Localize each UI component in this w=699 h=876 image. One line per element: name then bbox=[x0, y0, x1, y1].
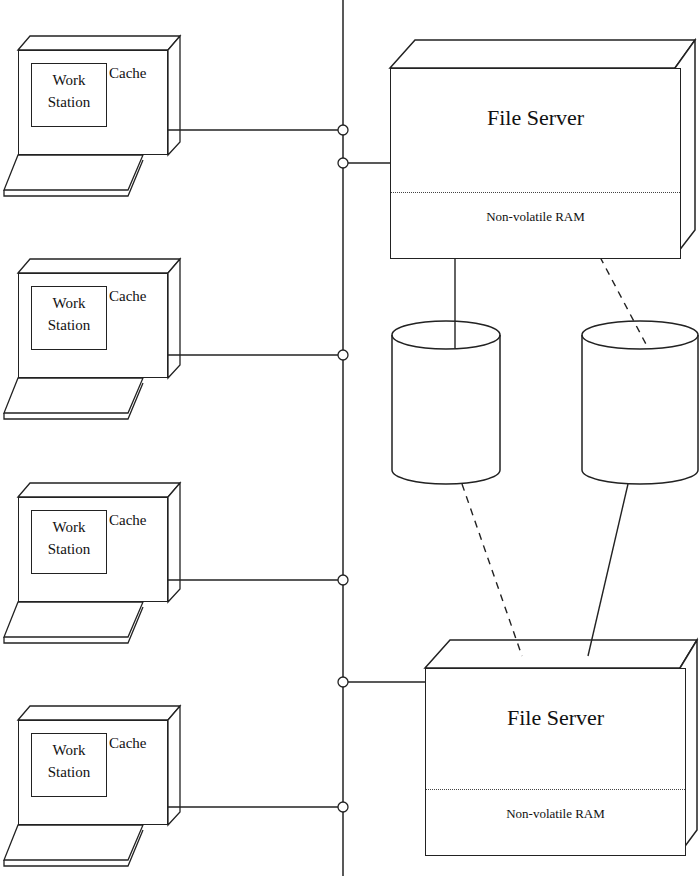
network-stub bbox=[168, 129, 338, 131]
screen-label: Work Station bbox=[32, 734, 106, 784]
cache-label: Cache bbox=[109, 65, 146, 82]
cabinet-top bbox=[18, 36, 180, 50]
disk-cable bbox=[454, 257, 455, 348]
bus-tap bbox=[338, 575, 348, 585]
disk-links bbox=[455, 257, 648, 656]
workstation-cabinet: CacheWork Station bbox=[18, 50, 168, 155]
keyboard bbox=[4, 378, 143, 413]
nvram-label: Non-volatile RAM bbox=[426, 789, 685, 855]
bus-tap bbox=[338, 158, 348, 168]
nvram-label: Non-volatile RAM bbox=[391, 192, 680, 258]
bus-tap bbox=[338, 677, 348, 687]
network-stub bbox=[168, 354, 338, 356]
network-stub bbox=[348, 681, 425, 683]
keyboard-edge bbox=[4, 830, 143, 866]
network-stub bbox=[348, 162, 390, 164]
cabinet-side bbox=[168, 483, 180, 602]
server-top bbox=[390, 40, 695, 68]
cabinet-side bbox=[168, 36, 180, 155]
network bbox=[168, 0, 425, 876]
bus-taps bbox=[338, 125, 348, 812]
bus-tap bbox=[338, 802, 348, 812]
file-server-box: File ServerNon-volatile RAM bbox=[425, 668, 686, 856]
network-stub bbox=[168, 579, 338, 581]
keyboard bbox=[4, 602, 143, 637]
workstation-cabinet: CacheWork Station bbox=[18, 497, 168, 602]
workstation-screen: Work Station bbox=[31, 733, 107, 797]
cabinet-side bbox=[168, 259, 180, 378]
disk-rim bbox=[582, 335, 698, 349]
bus-tap bbox=[338, 125, 348, 135]
server-title: File Server bbox=[391, 105, 680, 131]
bus-tap bbox=[338, 350, 348, 360]
keyboard-edge bbox=[4, 383, 143, 419]
network-stub bbox=[168, 806, 338, 808]
keyboard-edge bbox=[4, 160, 143, 196]
file-server-box: File ServerNon-volatile RAM bbox=[390, 68, 681, 259]
cabinet-top bbox=[18, 706, 180, 720]
workstation-shell bbox=[4, 259, 180, 419]
cache-label: Cache bbox=[109, 288, 146, 305]
screen-label: Work Station bbox=[32, 511, 106, 561]
workstation-cabinet: CacheWork Station bbox=[18, 273, 168, 378]
keyboard bbox=[4, 825, 143, 860]
workstation-shell bbox=[4, 36, 180, 196]
keyboard bbox=[4, 155, 143, 190]
keyboard-edge bbox=[4, 607, 143, 643]
screen-label: Work Station bbox=[32, 287, 106, 337]
disk-body bbox=[582, 321, 698, 484]
server-title: File Server bbox=[426, 705, 685, 731]
screen-label: Work Station bbox=[32, 64, 106, 114]
workstation-shell bbox=[4, 483, 180, 643]
disk-cable bbox=[462, 484, 522, 656]
workstation-screen: Work Station bbox=[31, 286, 107, 350]
workstation-screen: Work Station bbox=[31, 510, 107, 574]
cache-label: Cache bbox=[109, 512, 146, 529]
disk-cable bbox=[600, 257, 648, 348]
cabinet-top bbox=[18, 483, 180, 497]
disk-cable bbox=[588, 484, 628, 656]
server-top bbox=[425, 640, 697, 668]
workstation-shell bbox=[4, 706, 180, 866]
cache-label: Cache bbox=[109, 735, 146, 752]
workstation-screen: Work Station bbox=[31, 63, 107, 127]
cabinet-top bbox=[18, 259, 180, 273]
disks bbox=[392, 321, 698, 484]
workstation-shells bbox=[4, 36, 180, 866]
workstation-cabinet: CacheWork Station bbox=[18, 720, 168, 825]
disk-rim bbox=[392, 335, 500, 349]
disk-body bbox=[392, 321, 500, 484]
